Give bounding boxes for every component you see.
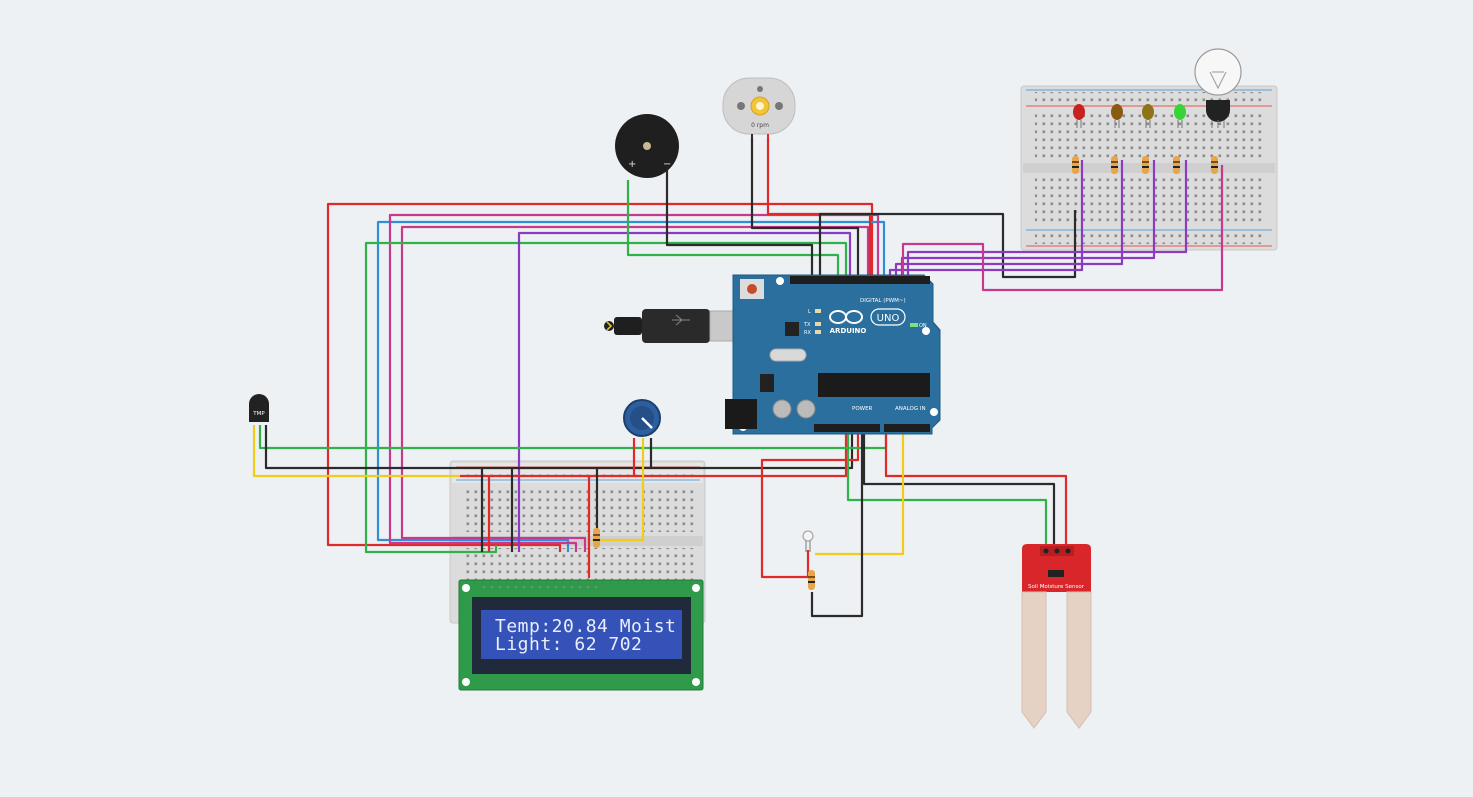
- soil-moisture-sensor[interactable]: Soil Moisture Sensor: [1021, 544, 1092, 729]
- resistor-icon: [593, 528, 600, 548]
- led-icon: [1142, 104, 1154, 128]
- soil-sensor-label: Soil Moisture Sensor: [1028, 584, 1085, 590]
- transistor-icon[interactable]: [1206, 100, 1230, 128]
- lightbulb-icon[interactable]: [1194, 48, 1242, 96]
- piezo-buzzer[interactable]: + −: [615, 114, 679, 178]
- potentiometer-icon[interactable]: [623, 399, 661, 437]
- status-leds: L TX RX: [803, 309, 821, 336]
- tmp-label: TMP: [252, 411, 265, 417]
- resistor-icon: [1173, 156, 1180, 174]
- led-icon: [1111, 104, 1123, 128]
- buzzer-minus-label: −: [663, 159, 671, 170]
- svg-text:RX: RX: [804, 330, 811, 336]
- svg-text:TX: TX: [803, 322, 811, 328]
- temperature-sensor[interactable]: TMP: [249, 394, 269, 422]
- lcd-line-1: Temp:20.84 Moist: [495, 616, 676, 637]
- resistor-icon: [1142, 156, 1149, 174]
- resistor-icon: [1111, 156, 1118, 174]
- dc-motor[interactable]: 0 rpm: [722, 77, 796, 142]
- arduino-logo-icon: [829, 310, 863, 324]
- on-led-label: ON: [919, 323, 927, 329]
- lcd-display[interactable]: Temp:20.84 Moist Light: 62 702: [458, 579, 704, 691]
- motor-rpm-readout: 0 rpm: [751, 122, 769, 129]
- analog-pins-label: ANALOG IN: [895, 406, 926, 412]
- arduino-model-label: UNO: [877, 313, 900, 324]
- wires: [252, 138, 1224, 618]
- resistor-icon: [1211, 156, 1218, 174]
- led-array: [1072, 104, 1218, 174]
- arduino-uno[interactable]: ARDUINO UNO DIGITAL (PWM~) POWER ANALOG …: [725, 274, 941, 435]
- power-pins-label: POWER: [852, 406, 873, 412]
- lcd-line-2: Light: 62 702: [495, 634, 642, 655]
- resistor-icon: [1072, 156, 1079, 174]
- photoresistor-icon[interactable]: [802, 530, 815, 590]
- led-icon: [1073, 104, 1085, 128]
- led-icon: [1174, 104, 1186, 128]
- svg-text:L: L: [808, 309, 811, 315]
- arduino-brand-label: ARDUINO: [830, 327, 867, 335]
- buzzer-plus-label: +: [628, 159, 636, 170]
- digital-pins-label: DIGITAL (PWM~): [860, 298, 906, 304]
